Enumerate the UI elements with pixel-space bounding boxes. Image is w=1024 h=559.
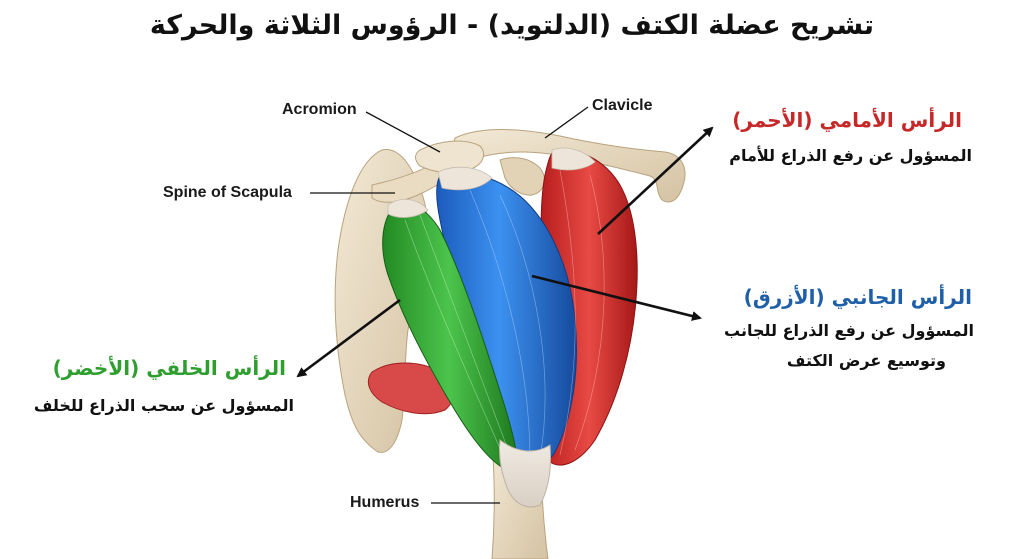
lateral-head-title: الرأس الجانبي (الأزرق) [743, 285, 972, 309]
page-title: تشريح عضلة الكتف (الدلتويد) - الرؤوس الث… [149, 10, 875, 41]
origin-tendon-red [551, 147, 596, 171]
anterior-head-description: المسؤول عن رفع الذراع للأمام [729, 146, 972, 165]
humerus-label: Humerus [350, 494, 420, 511]
anterior-head-title: الرأس الأمامي (الأحمر) [732, 108, 962, 132]
anterior-arrow [597, 126, 714, 235]
posterior-arrow [296, 298, 401, 378]
spine-of-scapula-label: Spine of Scapula [163, 184, 292, 201]
origin-tendon-blue [437, 166, 493, 191]
clavicle-leader [544, 106, 589, 139]
teres-muscle [367, 362, 454, 415]
deltoid-tendon [499, 439, 551, 508]
origin-tendon-green [387, 199, 429, 218]
lateral-head-description-line2: وتوسيع عرض الكتف [786, 351, 946, 370]
posterior-head-description: المسؤول عن سحب الذراع للخلف [33, 396, 294, 415]
lateral-head-description-line1: المسؤول عن رفع الذراع للجانب [724, 321, 974, 340]
clavicle-label: Clavicle [592, 97, 653, 114]
clavicle-bone [453, 129, 686, 203]
fiber-lines [404, 169, 605, 461]
acromion-label: Acromion [282, 101, 357, 118]
acromion-leader [365, 111, 441, 153]
lateral-arrow [531, 274, 702, 321]
posterior-head-title: الرأس الخلفي (الأخضر) [52, 356, 286, 380]
